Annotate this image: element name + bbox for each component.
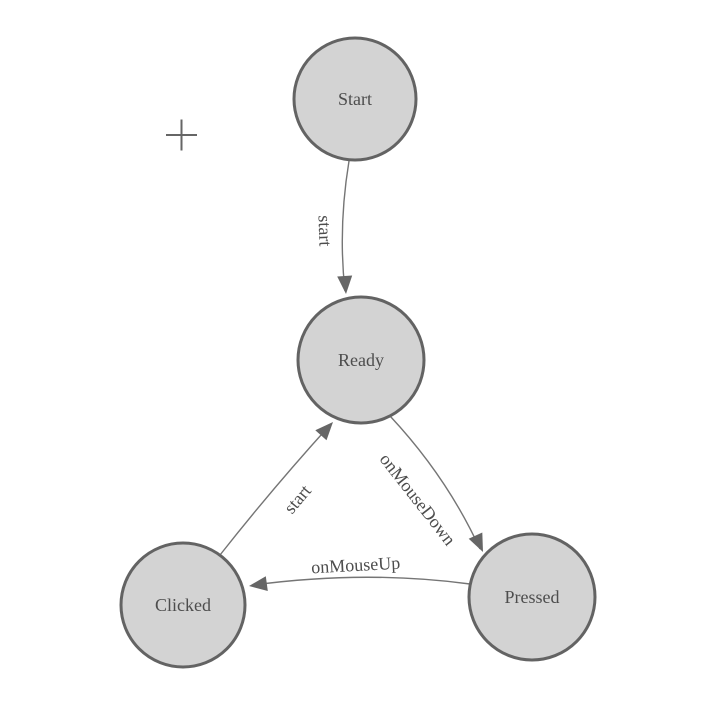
edge-label-pressed-to-clicked: onMouseUp	[311, 553, 401, 578]
edge-label-start-to-ready: start	[314, 215, 335, 247]
edge-pressed-to-clicked[interactable]	[253, 576, 471, 586]
arrowhead-clicked-to-ready-icon	[315, 422, 333, 441]
crosshair-cursor-icon	[166, 119, 197, 151]
edge-start-to-ready[interactable]	[341, 160, 350, 292]
arrowhead-pressed-to-clicked-icon	[249, 576, 268, 591]
state-node-start[interactable]: Start	[292, 36, 418, 162]
edge-ready-to-pressed[interactable]	[389, 415, 481, 550]
state-circle-pressed[interactable]	[467, 532, 597, 662]
state-node-ready[interactable]: Ready	[296, 295, 426, 425]
edge-clicked-to-ready[interactable]	[219, 424, 331, 556]
state-circle-clicked[interactable]	[119, 541, 247, 669]
arrowhead-ready-to-pressed-icon	[468, 532, 483, 552]
state-node-clicked[interactable]: Clicked	[119, 541, 247, 669]
state-node-pressed[interactable]: Pressed	[467, 532, 597, 662]
state-label-ready: Ready	[338, 350, 384, 370]
edge-label-ready-to-pressed: onMouseDown	[376, 449, 460, 549]
state-label-pressed: Pressed	[505, 587, 560, 607]
state-label-start: Start	[338, 89, 372, 109]
edge-label-clicked-to-ready: start	[280, 481, 315, 518]
state-circle-ready[interactable]	[296, 295, 426, 425]
state-label-clicked: Clicked	[155, 595, 211, 615]
state-circle-start[interactable]	[292, 36, 418, 162]
arrowhead-start-to-ready-icon	[337, 275, 353, 294]
